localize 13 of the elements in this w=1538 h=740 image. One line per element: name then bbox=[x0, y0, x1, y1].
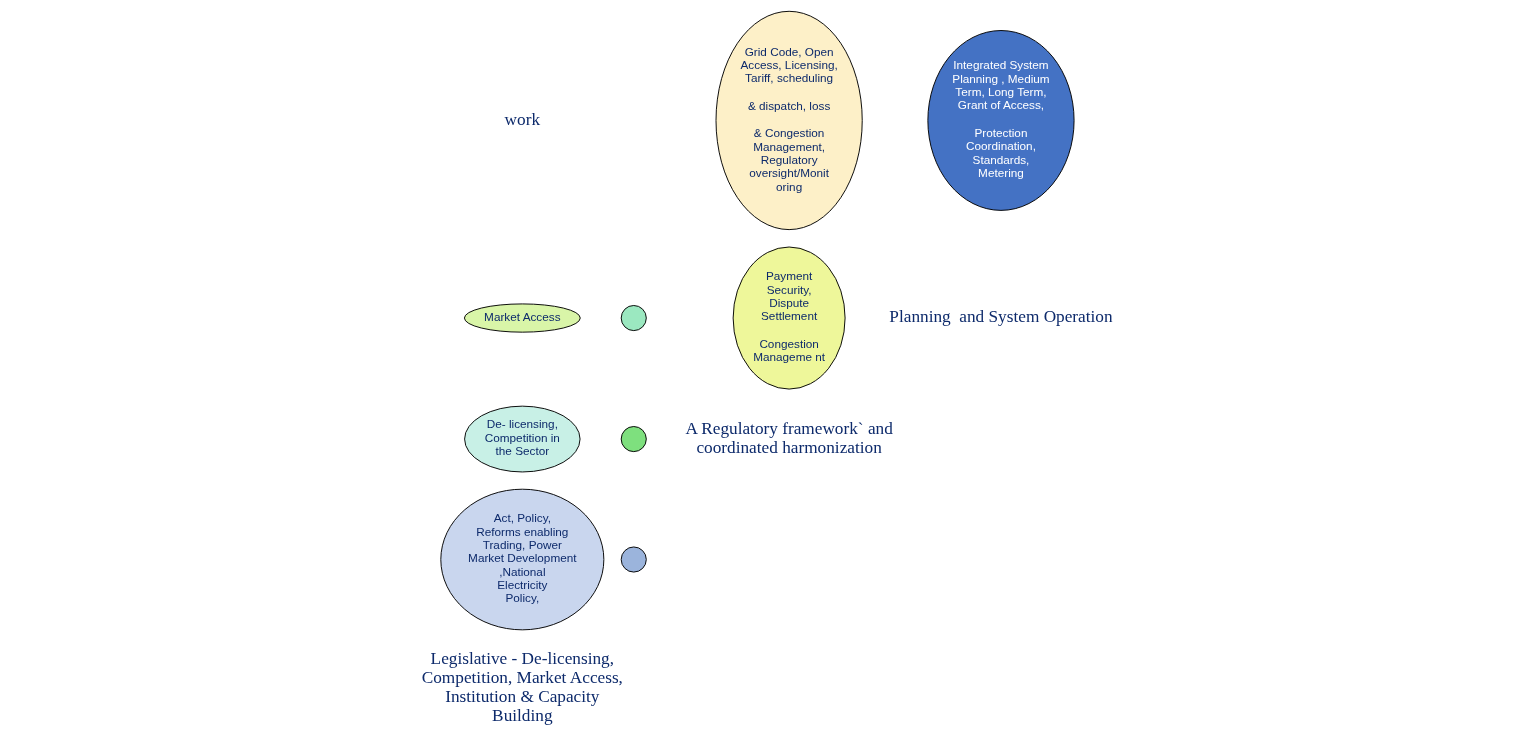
node-ellipse: Market Access bbox=[463, 303, 581, 333]
node-ellipse: Payment Security, Dispute Settlement Congestion Manageme nt bbox=[732, 246, 846, 390]
node-ellipse: Integrated System Planning , Medium Term, Long Term, Grant of Access, Protection Coordination, Standards, Metering bbox=[926, 30, 1075, 211]
node-circle bbox=[620, 426, 647, 453]
node-circle bbox=[620, 305, 647, 332]
node-circle bbox=[620, 546, 647, 573]
label: A Regulatory framework` and coordinated harmonization bbox=[684, 419, 893, 457]
label: Planning and System Operation bbox=[888, 307, 1113, 327]
node-ellipse: Grid Code, Open Access, Licensing, Tariff, scheduling & dispatch, loss & Congestion Management, Regulatory oversight/Monit oring bbox=[715, 10, 863, 231]
label: Legislative - De-licensing, Competition, Market Access, Institution & Capacity Building bbox=[421, 649, 623, 725]
node-ellipse: Act, Policy, Reforms enabling Trading, Power Market Development ,National Electricity Policy, bbox=[439, 488, 604, 631]
node-ellipse: De- licensing, Competition in the Sector bbox=[463, 405, 581, 473]
label: work bbox=[504, 109, 540, 129]
